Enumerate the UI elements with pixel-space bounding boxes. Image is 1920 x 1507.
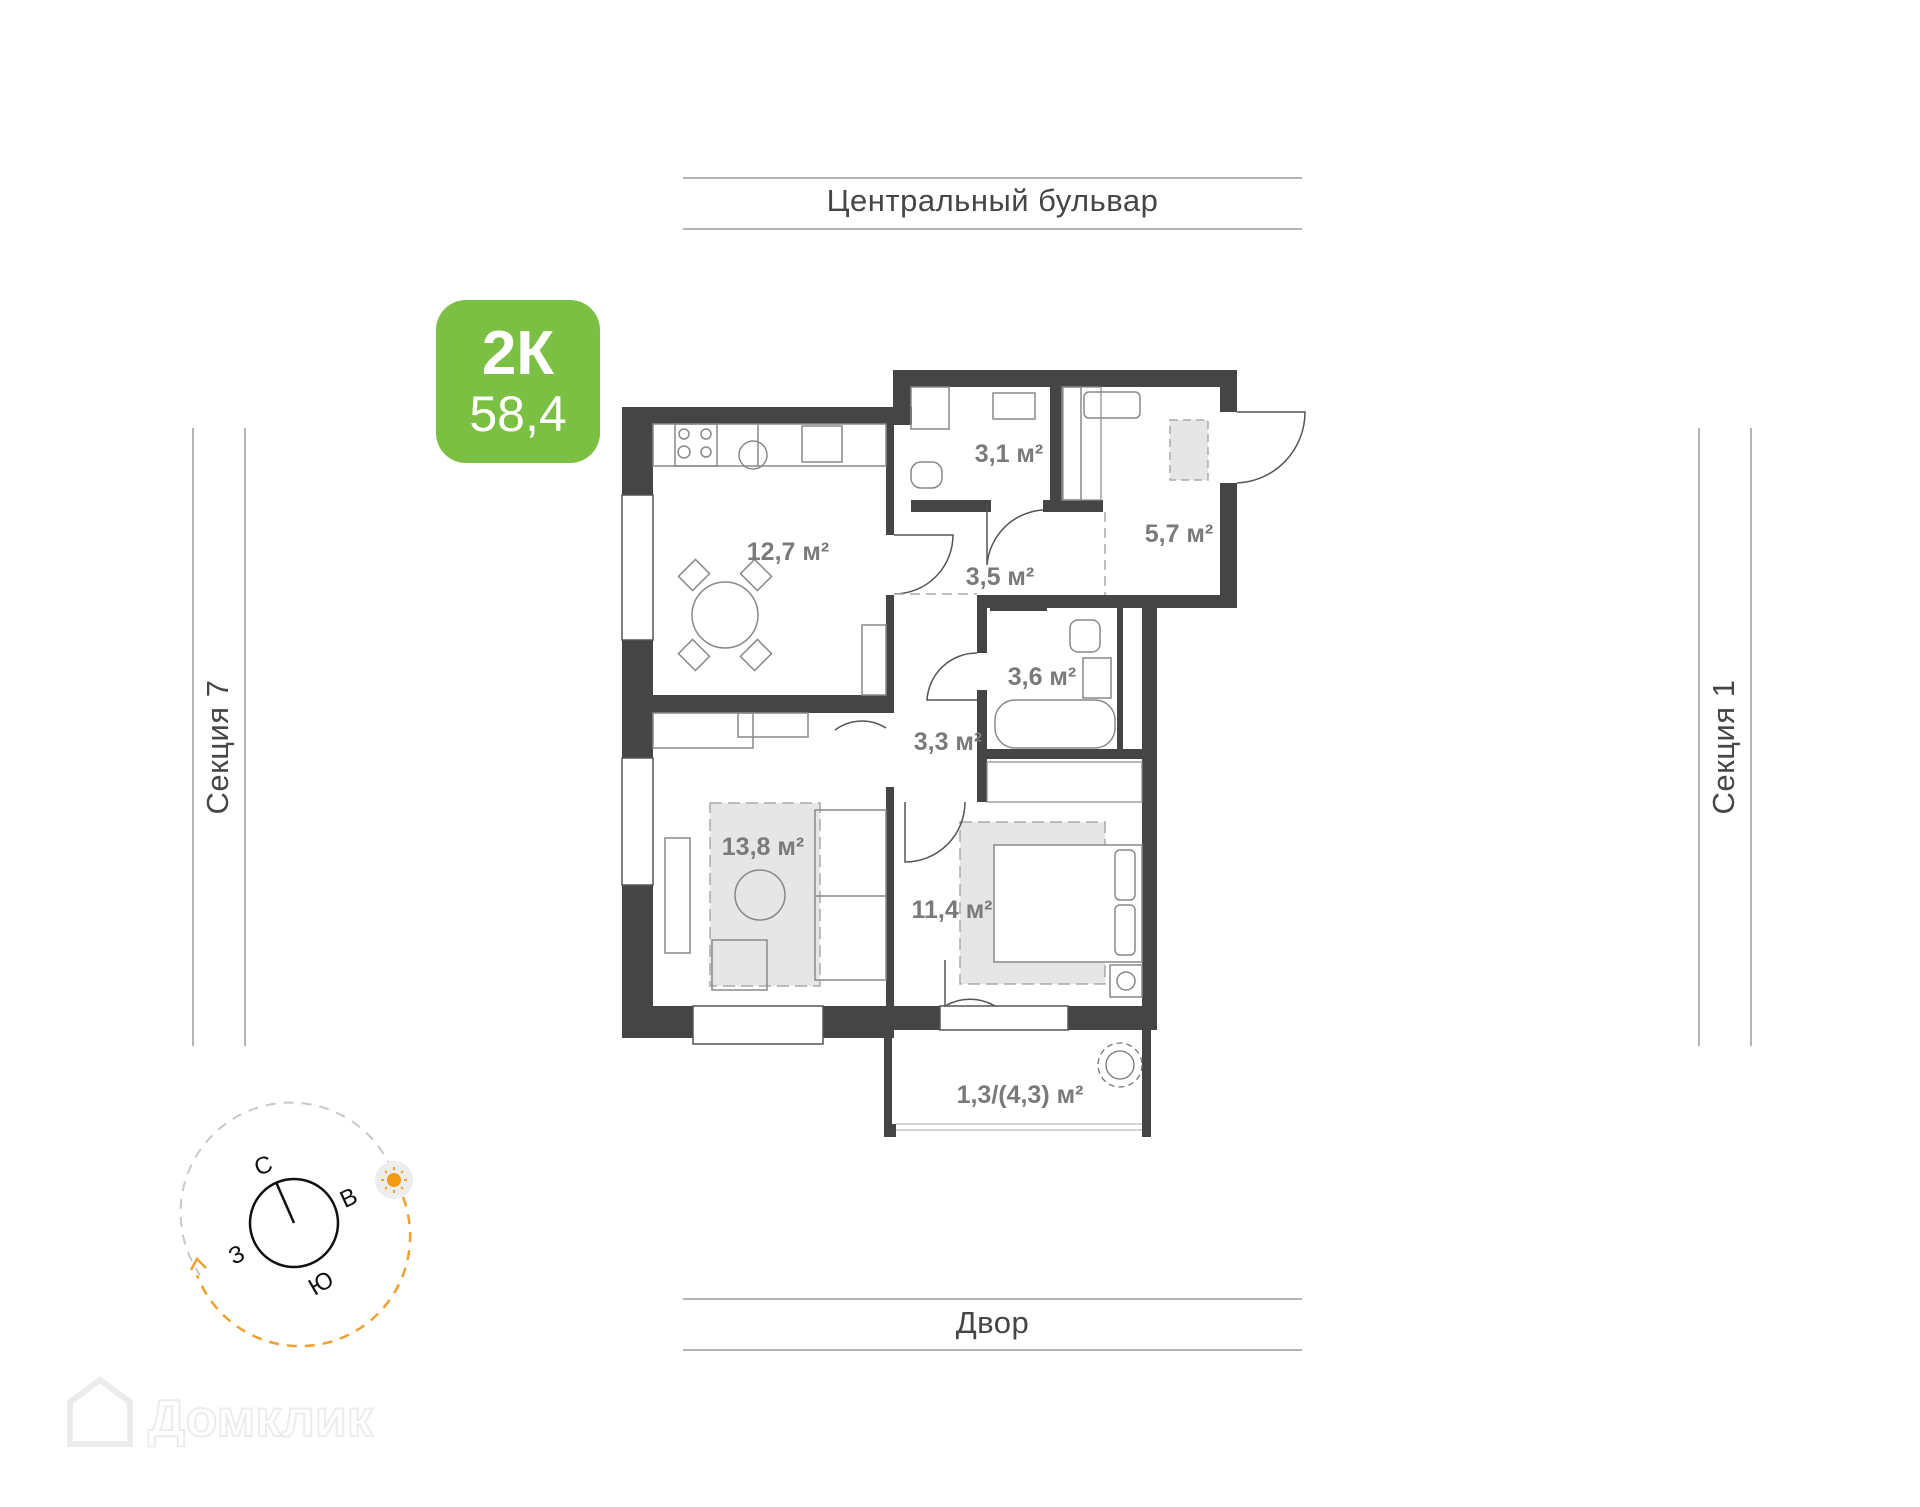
compass-day-arc-grey — [179, 1101, 393, 1276]
compass-dial — [248, 1177, 340, 1269]
bottom-road-line-lower — [683, 1349, 1302, 1351]
right-section-line-inner — [1698, 428, 1700, 1046]
bottom-road-line-upper — [683, 1298, 1302, 1300]
living-rug-outline — [709, 802, 821, 987]
room-label-living: 13,8 м² — [722, 833, 804, 861]
bathroom-fixtures — [994, 619, 1116, 749]
compass-west: З — [225, 1240, 250, 1271]
zone-separators — [894, 512, 1106, 595]
apartment-badge: 2К 58,4 — [436, 300, 600, 463]
room-label-balcony: 1,3/(4,3) м² — [957, 1081, 1084, 1109]
living-rug — [710, 803, 820, 986]
hall-rug — [1169, 419, 1209, 481]
room-label-corridor-upper: 3,5 м² — [966, 563, 1035, 591]
watermark-text: Домклик — [148, 1390, 374, 1448]
room-label-toilet: 3,1 м² — [975, 440, 1044, 468]
living-furniture — [652, 712, 887, 991]
apartment-total-area: 58,4 — [469, 385, 567, 442]
room-label-hall: 5,7 м² — [1145, 520, 1214, 548]
sun-rays — [381, 1167, 407, 1193]
house-logo-icon — [67, 1376, 133, 1447]
bedroom-furniture — [993, 844, 1143, 998]
compass-north: С — [251, 1150, 277, 1181]
room-label-bedroom: 11,4 м² — [911, 896, 992, 924]
compass-east: В — [336, 1183, 362, 1214]
arrow-icon — [189, 1256, 207, 1271]
compass: С В Ю З — [179, 1101, 413, 1348]
top-road-line-lower — [683, 228, 1302, 230]
room-label-corridor-lower: 3,3 м² — [914, 728, 983, 756]
sun-icon — [387, 1173, 401, 1187]
top-street-label: Центральный бульвар — [826, 183, 1159, 218]
wardrobe — [986, 386, 1143, 803]
plant-icon — [1097, 1042, 1143, 1088]
balcony-railing — [896, 1123, 1142, 1131]
top-road-line-upper — [683, 177, 1302, 179]
doors — [834, 411, 1306, 1008]
watermark-logo: Домклик — [67, 1376, 375, 1449]
left-section-line-inner — [244, 428, 246, 1046]
compass-sun-path-arc — [195, 1196, 412, 1348]
compass-south: Ю — [304, 1266, 339, 1302]
room-label-kitchen: 12,7 м² — [747, 538, 829, 566]
walls — [622, 370, 1237, 1137]
apartment-type: 2К — [481, 318, 555, 388]
compass-needle — [274, 1181, 296, 1224]
windows — [621, 494, 1069, 1045]
left-section-line-outer — [192, 428, 194, 1046]
right-section-line-outer — [1750, 428, 1752, 1046]
kitchen-furniture — [652, 423, 887, 696]
bottom-street-label: Двор — [955, 1305, 1030, 1340]
room-label-bathroom: 3,6 м² — [1008, 663, 1077, 691]
